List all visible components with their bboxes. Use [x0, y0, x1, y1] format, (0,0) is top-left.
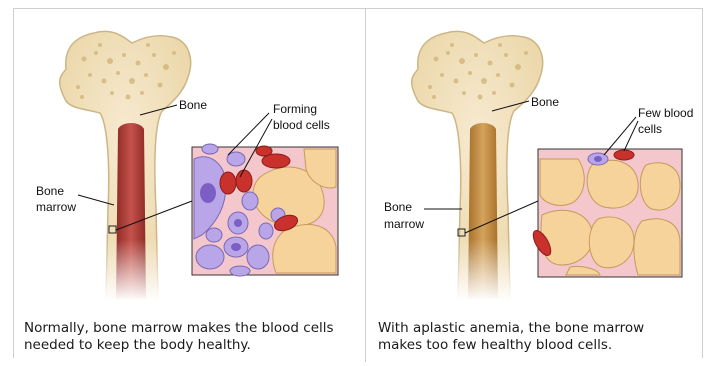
aplastic-anemia-panel: Bone Bone marrow Few blood cells	[366, 9, 702, 309]
aplastic-caption: With aplastic anemia, the bone marrow ma…	[378, 320, 698, 354]
cells-leader-line-2	[624, 121, 638, 151]
shaft-fade	[451, 239, 521, 301]
normal-caption-line2: needed to keep the body healthy.	[24, 337, 360, 354]
cells-label-line2: blood cells	[273, 118, 330, 132]
normal-marrow-panel: Bone Bone marrow Forming blood cells	[14, 9, 364, 309]
shaft-fade	[99, 239, 169, 301]
aplastic-marrow-illustration: Bone Bone marrow Few blood cells	[366, 9, 702, 309]
marrow-label-line2: marrow	[384, 217, 424, 231]
normal-caption: Normally, bone marrow makes the blood ce…	[24, 320, 360, 354]
marrow-label-line1: Bone	[384, 200, 412, 214]
cells-label-line2: cells	[638, 122, 662, 136]
normal-marrow-illustration: Bone Bone marrow Forming blood cells	[14, 9, 364, 309]
marrow-label-line2: marrow	[36, 200, 76, 214]
bone-label: Bone	[179, 98, 207, 112]
cells-label-line1: Few blood	[638, 106, 693, 120]
cells-label-line1: Forming	[273, 102, 317, 116]
bone-label: Bone	[531, 95, 559, 109]
marrow-label-line1: Bone	[36, 184, 64, 198]
magnified-marrow-inset	[192, 144, 338, 276]
aplastic-caption-line1: With aplastic anemia, the bone marrow	[378, 320, 698, 337]
normal-caption-line1: Normally, bone marrow makes the blood ce…	[24, 320, 360, 337]
aplastic-caption-line2: makes too few healthy blood cells.	[378, 337, 698, 354]
magnified-marrow-inset	[530, 149, 682, 277]
